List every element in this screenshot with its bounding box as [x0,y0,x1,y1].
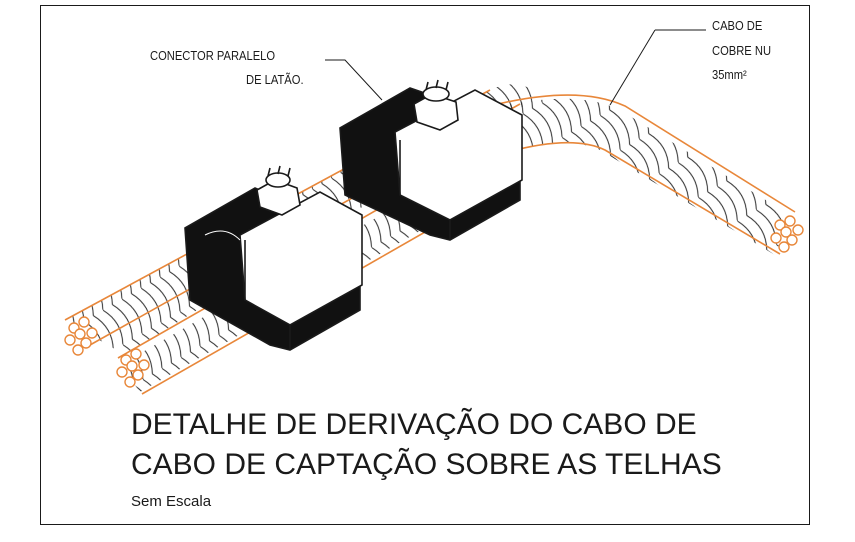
scale-note: Sem Escala [131,493,212,510]
cable-label-line2: COBRE NU [712,43,772,58]
title-line2: CABO DE CAPTAÇÃO SOBRE AS TELHAS [131,448,722,481]
nut-icon [256,165,301,216]
connector-leader [325,59,383,101]
connector-label-line1: CONECTOR PARALELO [150,48,276,63]
cable-label-line3: 35mm² [712,67,747,82]
cable-end-right [770,215,804,253]
cable-label-line1: CABO DE [712,18,763,33]
brass-connector-front [184,187,363,351]
cable-end-left-top [64,316,98,356]
title-line1: DETALHE DE DERIVAÇÃO DO CABO DE [131,408,697,441]
cable-end-left-bottom [116,348,150,388]
connector-label-line2: DE LATÃO. [246,72,304,87]
bolt-icon [413,79,459,131]
